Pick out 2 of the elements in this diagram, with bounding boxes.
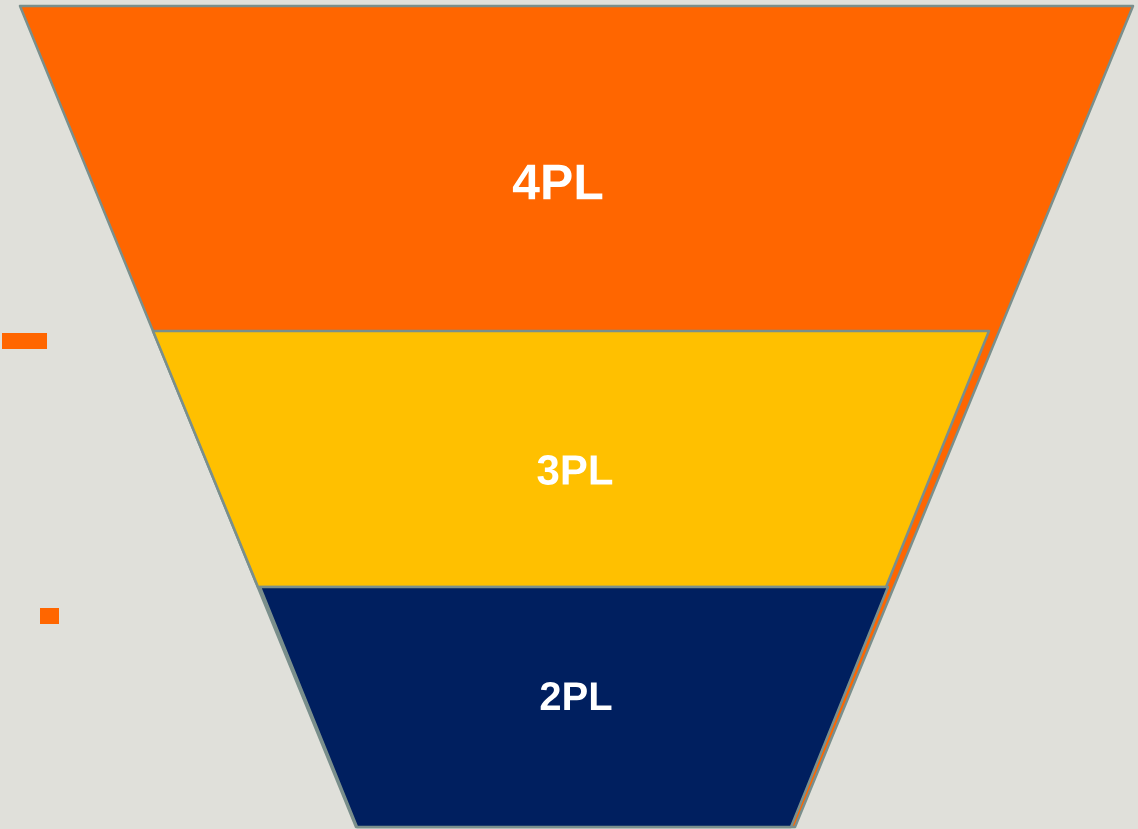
funnel-section: 2PL [258, 585, 890, 829]
funnel-section: 3PL [151, 329, 991, 589]
